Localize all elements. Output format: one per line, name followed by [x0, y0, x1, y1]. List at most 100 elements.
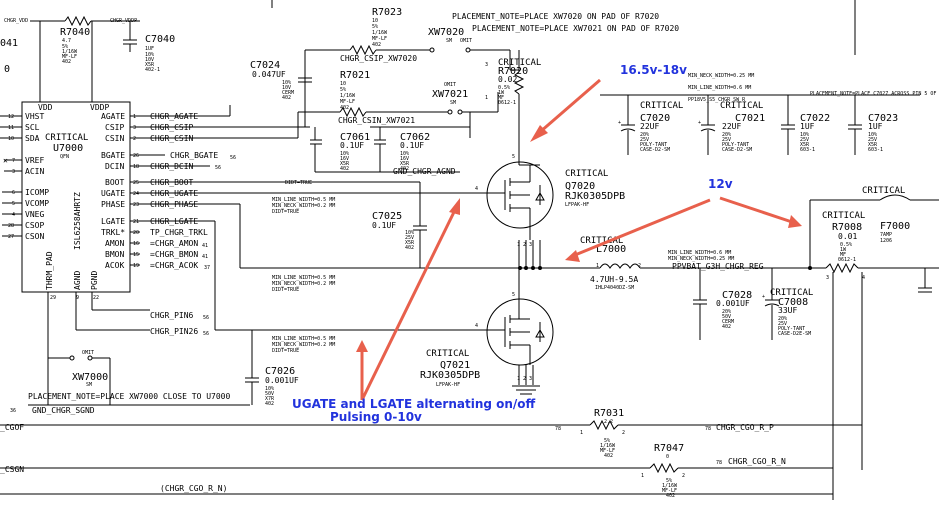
pin-boot: BOOT	[105, 178, 124, 187]
svg-text:1 2 3: 1 2 3	[517, 242, 532, 248]
r7020-critical: CRITICAL	[498, 58, 541, 68]
svg-text:20%: 20%	[640, 132, 649, 138]
r7040-value: 4.7	[62, 38, 71, 44]
r7008-value: 0.01	[838, 232, 857, 241]
pin-bgate: BGATE	[101, 151, 125, 160]
c7026: C7026 0.001UF 10% 50V X7R 402	[245, 330, 299, 407]
u7000-critical: CRITICAL	[45, 133, 88, 143]
c7020-critical: CRITICAL	[640, 101, 683, 111]
svg-text:0.5%: 0.5%	[498, 85, 510, 91]
svg-text:✕: ✕	[3, 156, 8, 165]
trace-notes: DIDT=TRUE MIN_LINE_WIDTH=0.5 MM MIN_NECK…	[272, 73, 754, 354]
svg-text:1/16W: 1/16W	[600, 443, 616, 449]
svg-text:78: 78	[705, 426, 711, 432]
q7020-mosfet: 4 5 CRITICAL Q7020 RJK0305DPB LFPAK-HF 1…	[475, 154, 625, 268]
u7000-vdd-label: VDD	[38, 103, 53, 112]
svg-text:2: 2	[133, 136, 136, 142]
svg-text:25: 25	[133, 180, 139, 186]
svg-text:+: +	[698, 120, 701, 126]
phase-node-l7000: CRITICAL L7000 1 2 4.7UH-9.5A IHLP4040DZ…	[480, 236, 810, 291]
r7031-value: 2.2	[604, 419, 613, 425]
svg-text:1: 1	[485, 95, 488, 101]
sense-resistors: _CGOF _CSGN (CHGR_CGO_R_N) R7031 2.2 5% …	[0, 408, 862, 499]
svg-text:20: 20	[133, 230, 139, 236]
pin-acok: ACOK	[105, 261, 124, 270]
svg-text:CASE-D2-SM: CASE-D2-SM	[722, 147, 752, 153]
q7020-pkg: LFPAK-HF	[565, 202, 589, 208]
vdd-region: CHGR_VDD CHGR_VDDP R7040 4.7 5% 1/16W MF…	[0, 15, 175, 102]
svg-text:SM: SM	[446, 38, 452, 44]
c7008-ref: C7008	[778, 297, 808, 308]
c7025: C7025 0.1UF 10% 25V X5R 402	[372, 182, 427, 268]
c7023-ref: C7023	[868, 113, 898, 124]
c7028-c7008: C7028 0.001UF 20% 50V CERM 402 CRITICAL …	[693, 268, 813, 340]
q7021-pkg: LFPAK-HF	[436, 382, 460, 388]
svg-text:56: 56	[230, 155, 236, 161]
svg-text:1: 1	[133, 114, 136, 120]
net-csgn: _CSGN	[0, 465, 24, 474]
svg-text:29: 29	[50, 295, 56, 301]
net-trkl: TP_CHGR_TRKL	[150, 228, 208, 237]
svg-text:MF-LF: MF-LF	[62, 54, 77, 60]
svg-text:50V: 50V	[265, 391, 274, 397]
svg-text:SM: SM	[450, 100, 456, 106]
r7008-f7000: CRITICAL F7000 7AMP 1206 CRITICAL R7008 …	[808, 186, 939, 500]
svg-text:POLY-TANT: POLY-TANT	[640, 142, 667, 148]
pin-cson: CSON	[25, 232, 44, 241]
svg-text:10%: 10%	[265, 386, 274, 392]
svg-text:28: 28	[8, 223, 14, 229]
svg-text:16V: 16V	[340, 156, 349, 162]
net-gnd-chgr-sgnd: GND_CHGR_SGND	[32, 406, 95, 415]
c7021-value: 22UF	[722, 122, 741, 131]
svg-text:5%: 5%	[372, 24, 378, 30]
f7000-value: 7AMP	[880, 232, 892, 238]
svg-text:MIN_LINE_WIDTH=0.6 MM: MIN_LINE_WIDTH=0.6 MM	[688, 85, 751, 91]
svg-text:5%: 5%	[340, 87, 346, 93]
svg-text:POLY-TANT: POLY-TANT	[778, 326, 805, 332]
q7021-mosfet: 4 5 CRITICAL Q7021 RJK0305DPB LFPAK-HF 1…	[420, 268, 554, 395]
svg-text:1: 1	[580, 430, 583, 436]
svg-text:78: 78	[716, 460, 722, 466]
svg-text:25V: 25V	[722, 137, 731, 143]
q7020-ref: Q7020	[565, 181, 595, 192]
r7031-ref: R7031	[594, 408, 624, 419]
u7000-vddp-label: VDDP	[90, 103, 109, 112]
c7008-critical: CRITICAL	[770, 288, 813, 298]
svg-text:402: 402	[340, 166, 349, 172]
input-cap-bank: PP18V5_S5_CHGR_SW_R PLACEMENT_NOTE=PLACE…	[600, 0, 936, 155]
svg-text:MF-LF: MF-LF	[372, 36, 387, 42]
svg-text:MF: MF	[498, 95, 504, 101]
svg-text:1/16W: 1/16W	[62, 49, 78, 55]
pin-acin: ACIN	[25, 167, 44, 176]
net-ppvbat: PPVBAT_G3H_CHGR_REG	[672, 262, 764, 271]
svg-text:10%: 10%	[340, 151, 349, 157]
svg-text:7: 7	[12, 158, 15, 164]
svg-text:11: 11	[8, 125, 14, 131]
svg-text:24: 24	[133, 191, 139, 197]
l7000-pkg: IHLP4040DZ-SM	[595, 285, 634, 291]
net-chgr-vdd: CHGR_VDD	[4, 18, 28, 24]
placement-right: PLACEMENT_NOTE=PLACE C7027 ACROSS PIN 5 …	[810, 91, 936, 97]
c7026-ref: C7026	[265, 366, 295, 377]
svg-text:X5R: X5R	[145, 62, 155, 68]
svg-text:18: 18	[133, 164, 139, 170]
svg-text:402-1: 402-1	[145, 67, 160, 73]
svg-text:X7R: X7R	[265, 396, 275, 402]
svg-text:X5R: X5R	[340, 161, 350, 167]
svg-text:402: 402	[62, 59, 71, 65]
pin-agate: AGATE	[101, 112, 125, 121]
svg-text:1W: 1W	[840, 247, 847, 253]
pin-ugate: UGATE	[101, 189, 125, 198]
svg-text:DIDT=TRUE: DIDT=TRUE	[272, 209, 299, 215]
svg-text:MIN_LINE_WIDTH=0.5 MM: MIN_LINE_WIDTH=0.5 MM	[272, 336, 335, 342]
svg-text:10V: 10V	[145, 57, 154, 63]
u7000-ref: U7000	[53, 143, 83, 154]
svg-text:56: 56	[203, 331, 209, 337]
annotation-gate-note: UGATE and LGATE alternating on/off	[292, 397, 536, 411]
c7024-value: 0.047UF	[252, 70, 286, 79]
svg-text:MF-LF: MF-LF	[662, 488, 677, 494]
svg-text:5: 5	[512, 154, 515, 160]
annotation-text: 16.5v-18v 12v UGATE and LGATE alternatin…	[292, 63, 733, 424]
svg-text:+: +	[618, 120, 621, 126]
annotation-arrows	[356, 78, 802, 401]
